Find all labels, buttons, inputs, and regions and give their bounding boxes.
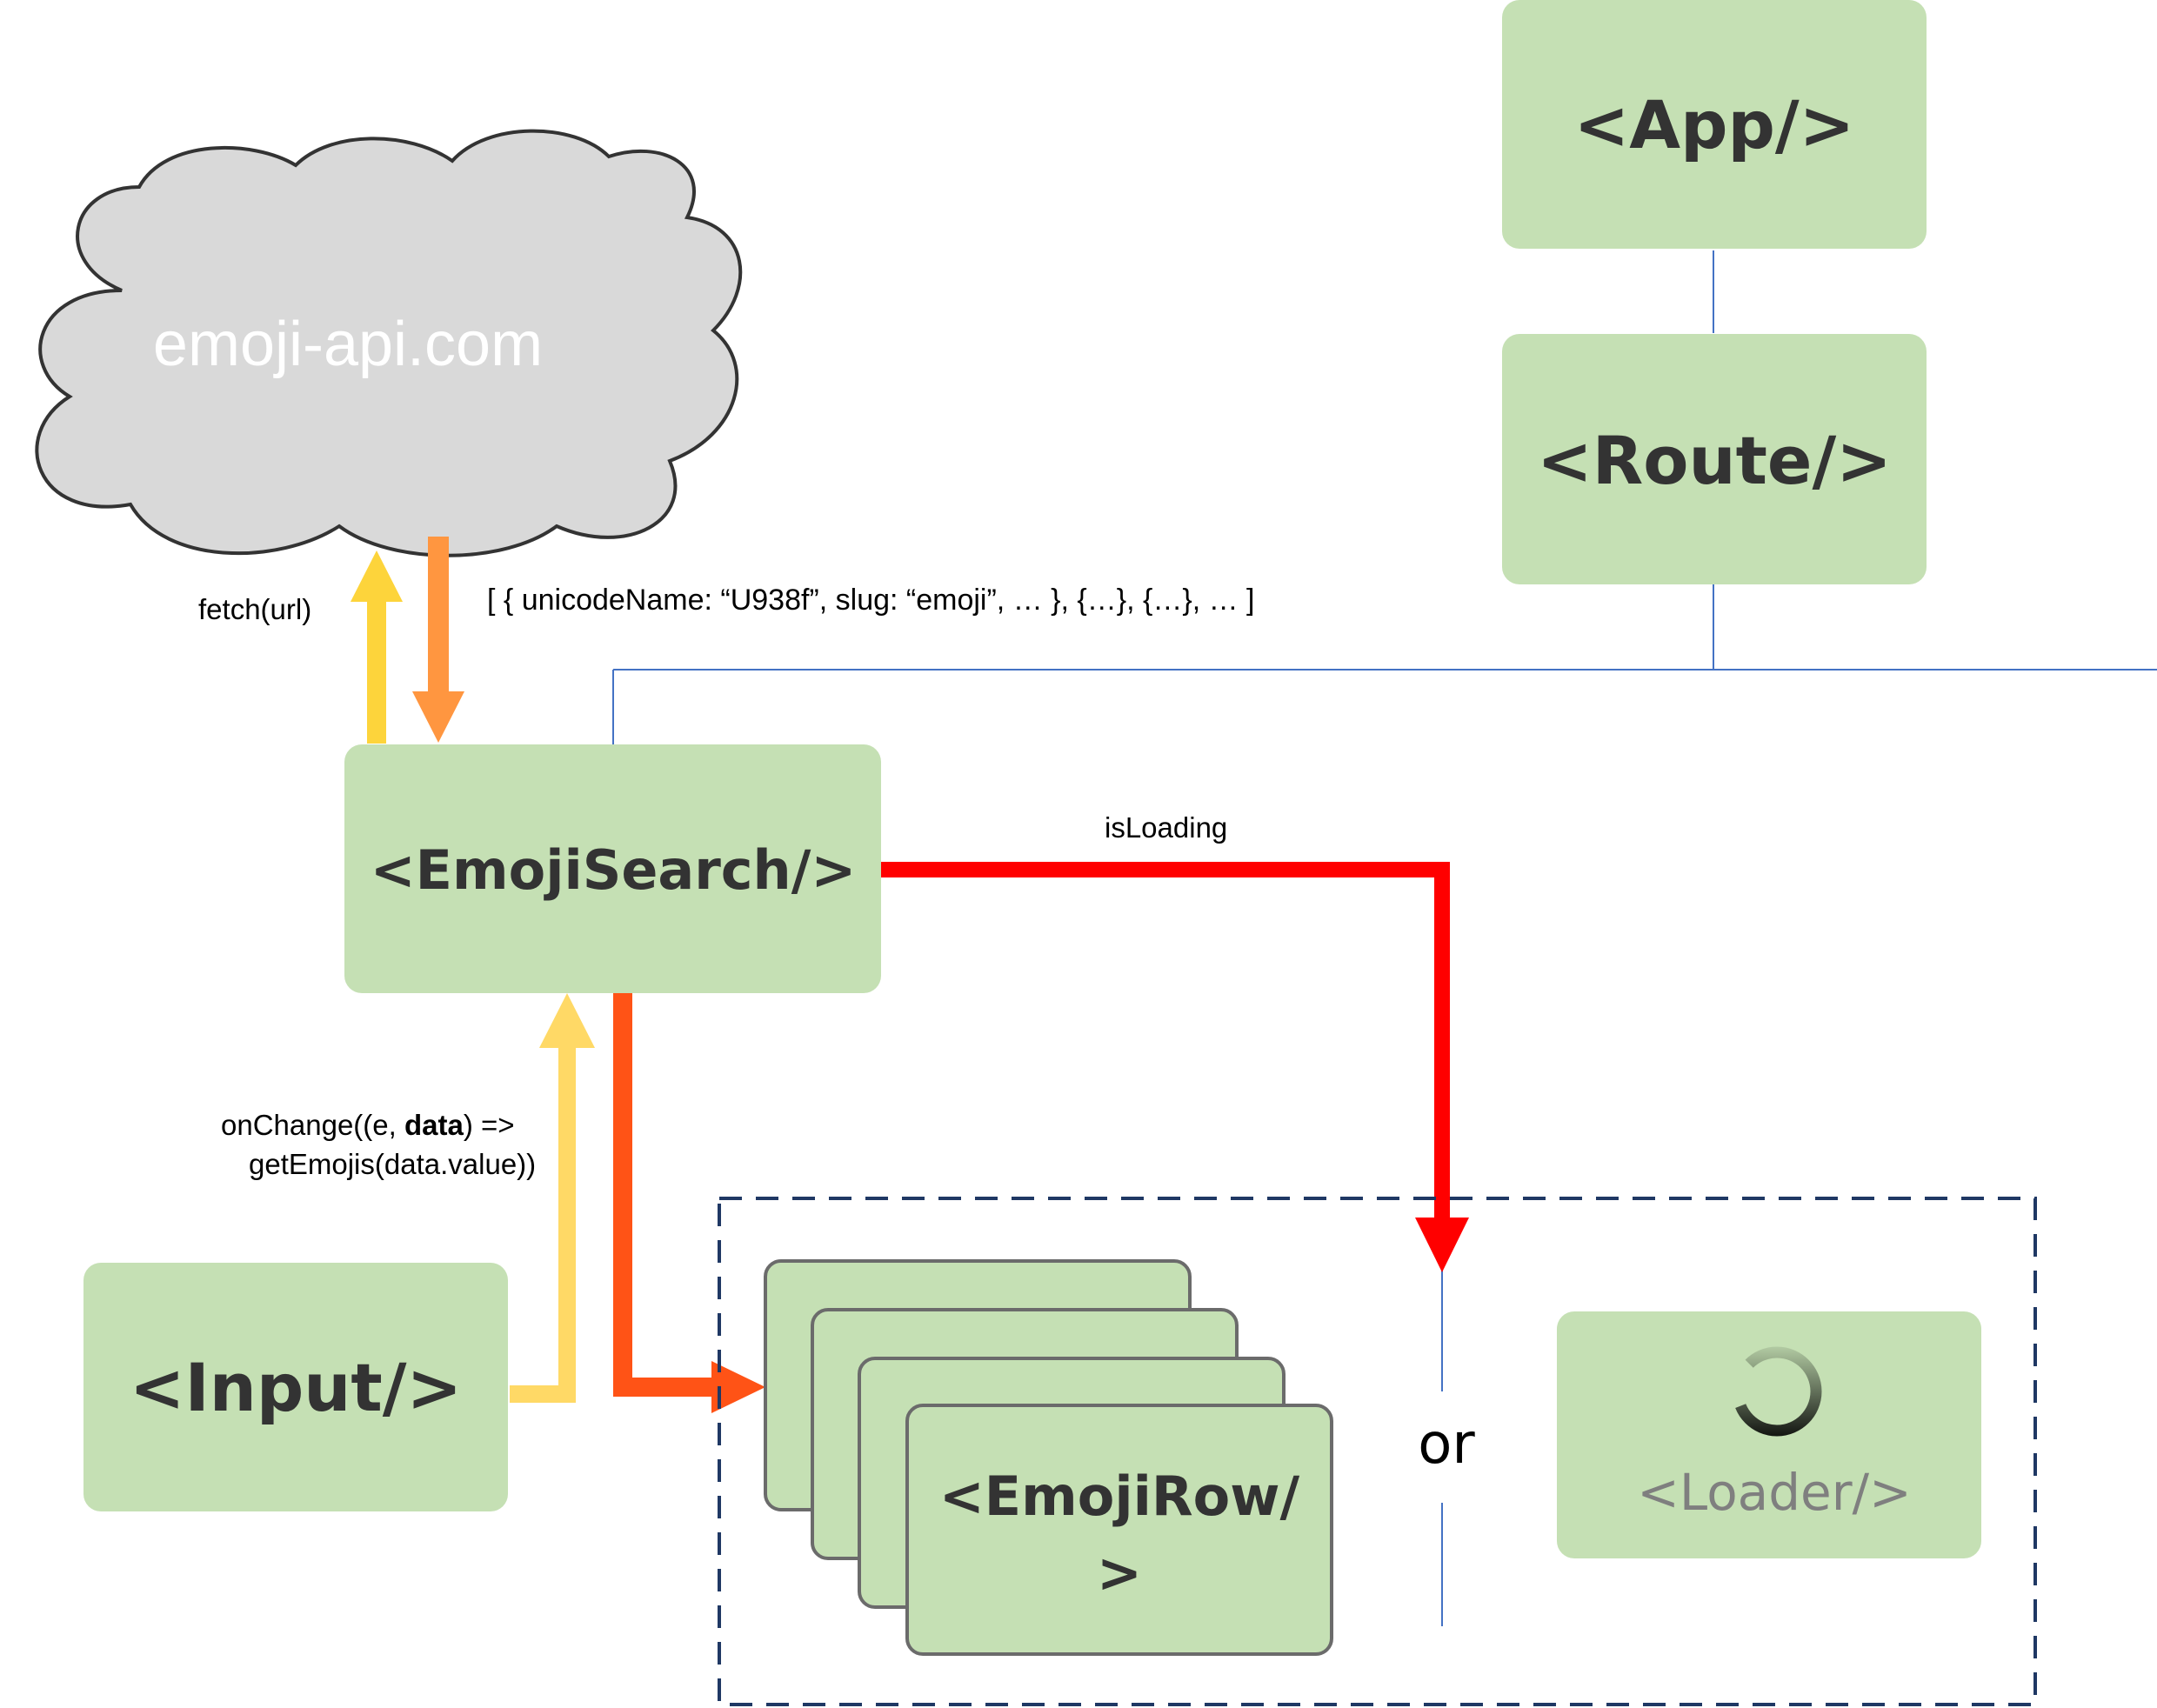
emoji-row-stack: <EmojiRow/> bbox=[764, 1259, 1333, 1656]
emoji-row-label: <EmojiRow/> bbox=[939, 1464, 1300, 1605]
emoji-row-card-4 bbox=[905, 1404, 1333, 1656]
is-loading-label: isLoading bbox=[1105, 811, 1227, 844]
tree-connectors bbox=[612, 250, 2157, 1626]
response-label: [ { unicodeName: “U938f”, slug: “emoji”,… bbox=[487, 584, 1255, 617]
is-loading-arrow bbox=[881, 862, 1469, 1272]
route-label: <Route/> bbox=[1537, 422, 1892, 499]
response-arrow bbox=[412, 537, 464, 743]
app-label: <App/> bbox=[1574, 86, 1855, 163]
emoji-list-arrow bbox=[613, 993, 765, 1413]
loader-node: <Loader/> bbox=[1557, 1311, 1981, 1558]
conditional-render-group bbox=[718, 1197, 2037, 1706]
on-change-arrow bbox=[510, 993, 595, 1403]
cloud-shape bbox=[35, 129, 743, 557]
fetch-arrow bbox=[351, 550, 403, 744]
route-node: <Route/> bbox=[1502, 334, 1927, 584]
input-node: <Input/> bbox=[83, 1263, 508, 1511]
emoji-search-label: <EmojiSearch/> bbox=[371, 838, 857, 902]
loader-spinner-icon bbox=[1732, 1346, 1822, 1437]
loader-label: <Loader/> bbox=[1637, 1463, 1911, 1522]
app-node: <App/> bbox=[1502, 0, 1927, 249]
fetch-label: fetch(url) bbox=[198, 593, 311, 625]
on-change-label: onChange((e, data) => bbox=[221, 1109, 515, 1141]
emoji-api-cloud: emoji-api.com bbox=[35, 129, 743, 557]
get-emojis-label: getEmojis(data.value)) bbox=[249, 1148, 536, 1180]
emoji-search-node: <EmojiSearch/> bbox=[344, 744, 881, 993]
or-label: or bbox=[1418, 1412, 1475, 1477]
cloud-label: emoji-api.com bbox=[153, 310, 543, 379]
input-label: <Input/> bbox=[130, 1349, 462, 1426]
